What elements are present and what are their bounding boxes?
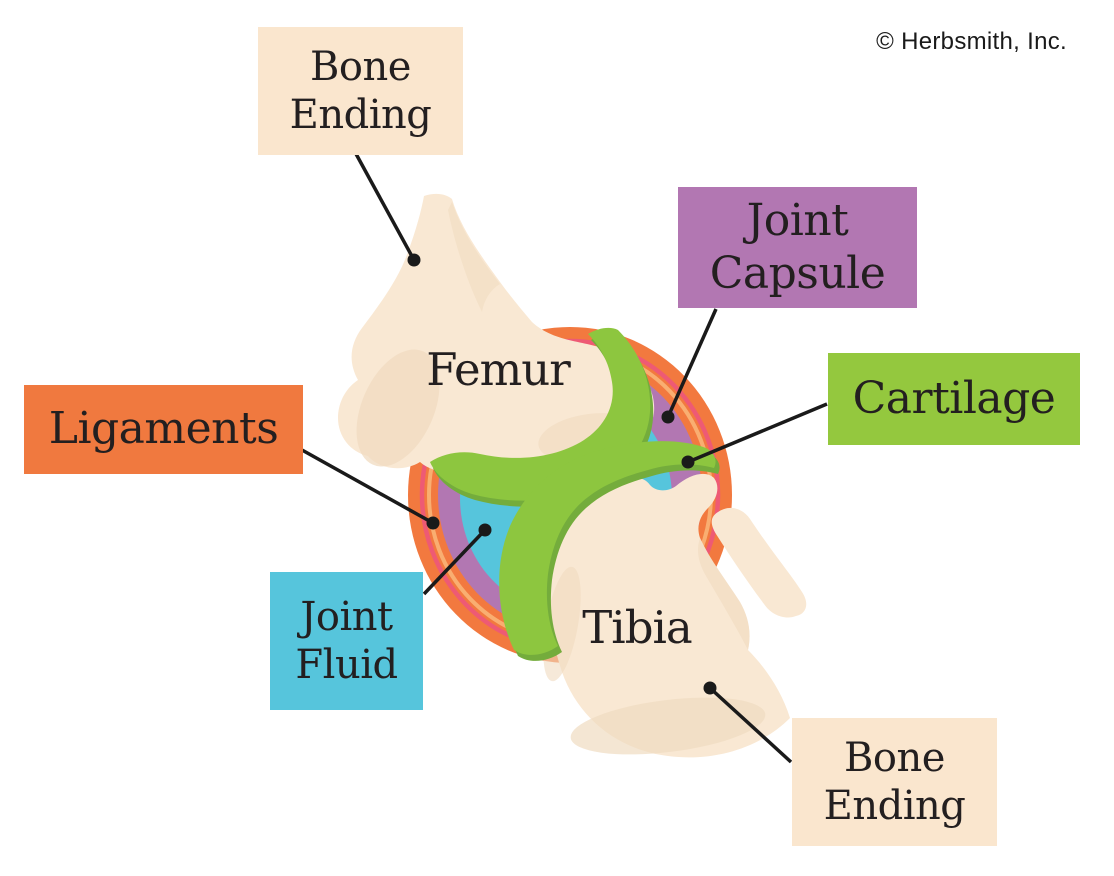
callout-joint-fluid: Joint Fluid bbox=[270, 572, 423, 710]
callout-text: Ending bbox=[289, 92, 432, 138]
leader-dot-cartilage bbox=[681, 455, 695, 469]
tibia-bone-shape bbox=[546, 473, 790, 758]
tibia-cartilage bbox=[499, 441, 716, 655]
leader-line-ligaments bbox=[301, 448, 434, 525]
leader-dot-joint-fluid bbox=[478, 523, 492, 537]
copyright-text: © Herbsmith, Inc. bbox=[876, 28, 1067, 55]
leader-line-joint-fluid bbox=[422, 528, 487, 596]
tibia-notch-shading bbox=[698, 538, 750, 650]
callout-ligaments: Ligaments bbox=[24, 385, 303, 474]
callout-joint-capsule: Joint Capsule bbox=[678, 187, 917, 308]
callout-bone-ending-top: Bone Ending bbox=[258, 27, 463, 155]
tibia-cartilage-group bbox=[499, 441, 720, 661]
leader-dot-bone-ending-top bbox=[407, 253, 421, 267]
leader-line-bone-ending-bottom bbox=[708, 686, 793, 764]
callout-text: Ligaments bbox=[48, 403, 279, 455]
tibia-label: Tibia bbox=[582, 601, 692, 654]
fibula-bone-shape bbox=[711, 507, 807, 618]
leader-dot-bone-ending-bottom bbox=[703, 681, 717, 695]
callout-text: Fluid bbox=[295, 642, 398, 688]
leader-line-joint-capsule bbox=[666, 308, 718, 418]
callout-text: Bone bbox=[844, 735, 945, 781]
leader-dot-joint-capsule bbox=[661, 410, 675, 424]
callout-text: Cartilage bbox=[852, 372, 1056, 424]
callout-text: Ending bbox=[823, 783, 966, 829]
callout-text: Joint bbox=[746, 194, 849, 246]
callout-text: Capsule bbox=[709, 247, 886, 299]
femur-shading bbox=[356, 349, 440, 467]
callout-cartilage: Cartilage bbox=[828, 353, 1080, 445]
callout-bone-ending-bottom: Bone Ending bbox=[792, 718, 997, 846]
leader-line-cartilage bbox=[687, 402, 828, 464]
tibia-shading bbox=[570, 697, 766, 755]
leader-line-bone-ending-top bbox=[353, 151, 416, 261]
leader-dot-ligaments bbox=[426, 516, 440, 530]
leader-lines bbox=[301, 151, 828, 764]
femur-shaft-shading bbox=[448, 202, 500, 312]
callout-text: Bone bbox=[310, 44, 411, 90]
leader-dots bbox=[407, 253, 717, 695]
callout-text: Joint bbox=[300, 594, 393, 640]
femur-label: Femur bbox=[426, 343, 571, 396]
